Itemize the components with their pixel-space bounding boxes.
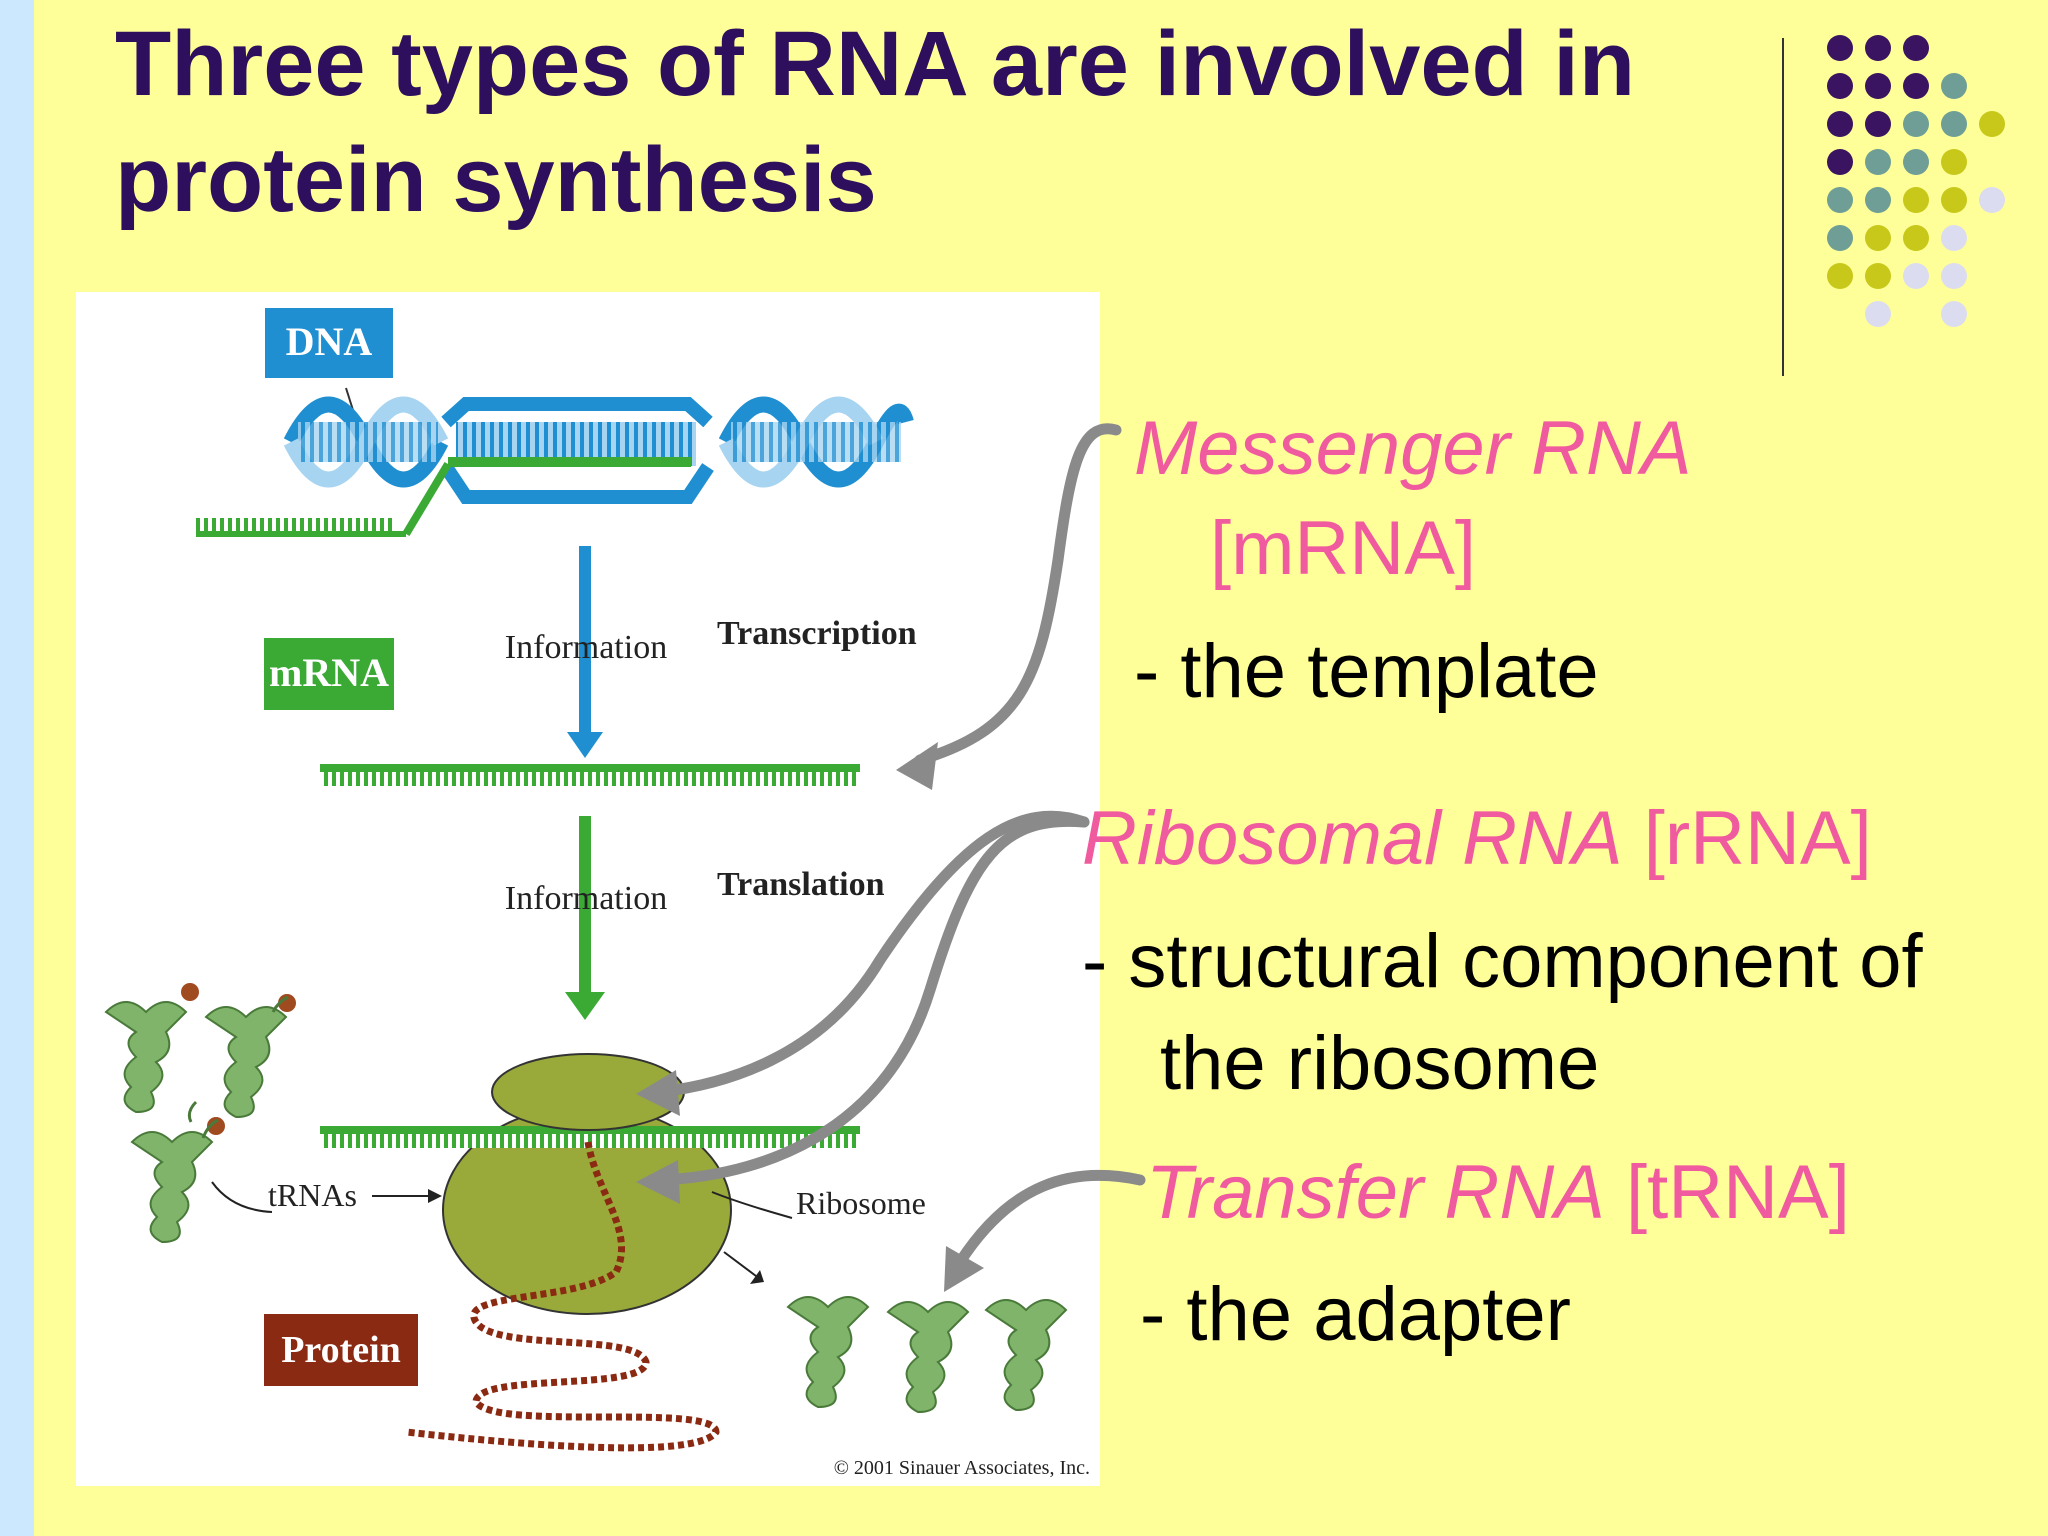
protein-synthesis-diagram: DNA Information Transcription	[76, 292, 1100, 1486]
decorative-dot	[1827, 73, 1853, 99]
decorative-dot	[1827, 35, 1853, 61]
information-label-2: Information	[505, 880, 667, 917]
mrna-label: mRNA	[269, 650, 389, 695]
decorative-dot	[1903, 111, 1929, 137]
dna-label-box: DNA	[265, 308, 393, 378]
ribosomal-rna-heading: Ribosomal RNA [rRNA]	[1082, 794, 1872, 884]
decorative-dot	[1979, 111, 2005, 137]
decorative-dot-grid	[1827, 35, 2005, 327]
decorative-dot	[1903, 263, 1929, 289]
ribosomal-rna-abbr: [rRNA]	[1643, 796, 1872, 881]
transfer-rna-name: Transfer RNA	[1146, 1150, 1605, 1235]
messenger-rna-abbr: [mRNA]	[1210, 506, 1476, 591]
protein-label: Protein	[281, 1329, 401, 1371]
transcription-arrow	[567, 546, 603, 758]
decorative-dot	[1941, 111, 1967, 137]
decorative-dot	[1941, 149, 1967, 175]
decorative-dot	[1865, 111, 1891, 137]
trna-group-right	[786, 1296, 1068, 1414]
decorative-dot	[1865, 301, 1891, 327]
nascent-mrna-strand	[196, 457, 691, 537]
amino-acid-dots	[181, 983, 296, 1135]
ribosomal-rna-description-line1: - structural component of	[1082, 919, 1923, 1004]
copyright-label: © 2001 Sinauer Associates, Inc.	[834, 1457, 1090, 1479]
transfer-rna-description: - the adapter	[1140, 1272, 1571, 1357]
messenger-rna-description: - the template	[1134, 629, 1599, 714]
decorative-dot	[1865, 73, 1891, 99]
decorative-dot	[1865, 187, 1891, 213]
decorative-dot	[1903, 187, 1929, 213]
translation-label: Translation	[717, 866, 885, 903]
decorative-dot	[1827, 263, 1853, 289]
decorative-dot	[1979, 187, 2005, 213]
transfer-rna-heading: Transfer RNA [tRNA]	[1146, 1148, 1850, 1238]
title-divider-line	[1782, 38, 1784, 376]
protein-label-box: Protein	[264, 1314, 418, 1386]
decorative-dot	[1941, 301, 1967, 327]
transcription-label: Transcription	[717, 615, 917, 652]
ribosomal-rna-name: Ribosomal RNA	[1082, 796, 1623, 881]
decorative-dot	[1827, 149, 1853, 175]
trnas-label: tRNAs	[268, 1177, 357, 1213]
translation-arrow	[565, 816, 605, 1020]
dna-label: DNA	[286, 319, 373, 364]
ribosome-label: Ribosome	[796, 1185, 926, 1221]
decorative-dot	[1827, 187, 1853, 213]
left-accent-bar	[0, 0, 34, 1536]
decorative-dot	[1941, 225, 1967, 251]
transfer-rna-abbr: [tRNA]	[1626, 1150, 1850, 1235]
slide-title: Three types of RNA are involved in prote…	[115, 13, 1636, 231]
decorative-dot	[1865, 263, 1891, 289]
decorative-dot	[1865, 225, 1891, 251]
messenger-rna-name: Messenger RNA	[1134, 406, 1692, 491]
decorative-dot	[1903, 149, 1929, 175]
trna-group-left	[104, 1001, 288, 1244]
decorative-dot	[1903, 35, 1929, 61]
ribosomal-rna-description-line2: the ribosome	[1160, 1021, 1600, 1106]
mrna-strand	[320, 764, 860, 786]
ribosome	[320, 1053, 860, 1315]
decorative-dot	[1865, 149, 1891, 175]
decorative-dot	[1903, 73, 1929, 99]
mrna-label-box: mRNA	[264, 638, 394, 710]
decorative-dot	[1827, 111, 1853, 137]
polypeptide-chain	[405, 1141, 720, 1452]
decorative-dot	[1865, 35, 1891, 61]
decorative-dot	[1941, 263, 1967, 289]
decorative-dot	[1941, 73, 1967, 99]
decorative-dot	[1827, 225, 1853, 251]
decorative-dot	[1903, 225, 1929, 251]
decorative-dot	[1941, 187, 1967, 213]
dna-double-helix	[283, 396, 914, 504]
information-label-1: Information	[505, 629, 667, 666]
